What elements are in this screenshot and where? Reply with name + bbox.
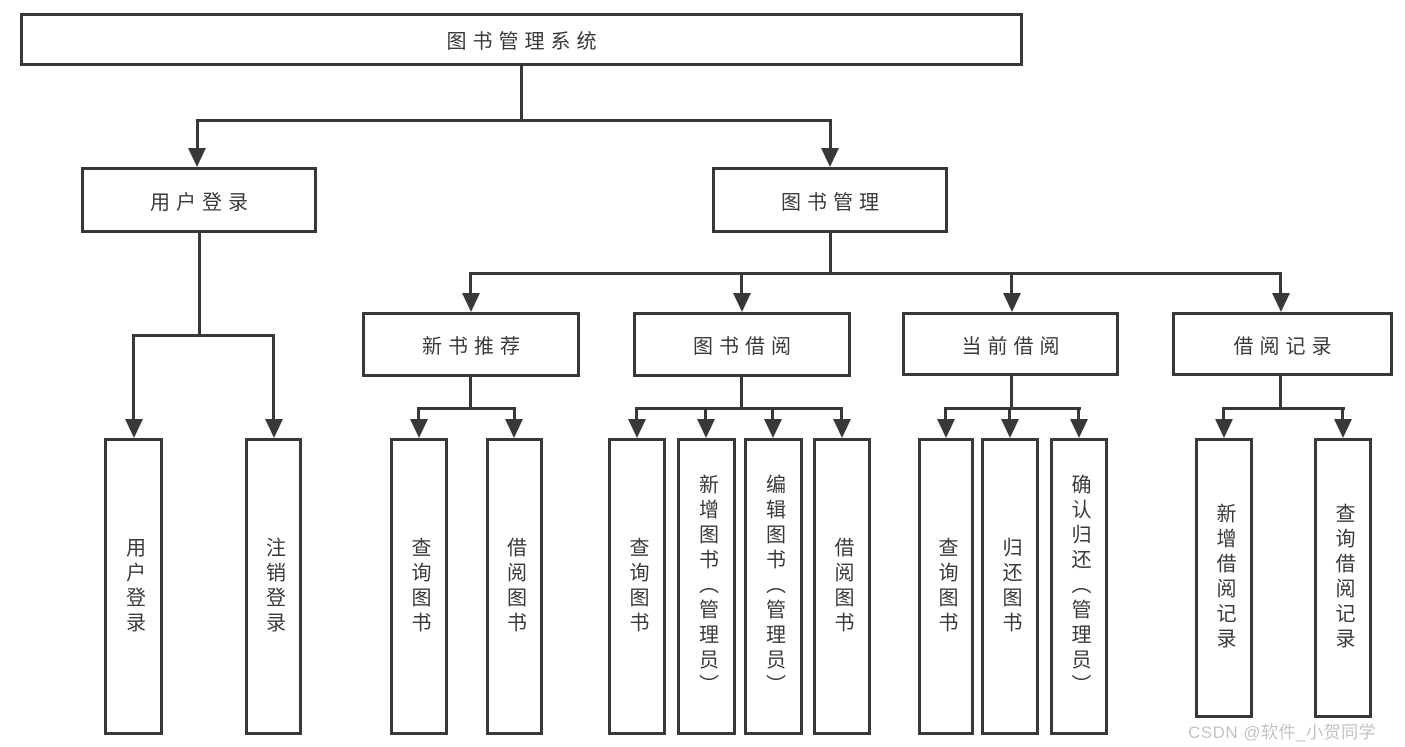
connector-line	[469, 377, 472, 409]
connector-line	[1222, 407, 1225, 420]
leaf-logout-label: 注销登录	[262, 536, 285, 637]
connector-line	[944, 407, 1081, 410]
arrowhead-down-icon	[821, 148, 839, 167]
node-book-borrow-label: 图书借阅	[693, 336, 797, 358]
arrowhead-down-icon	[697, 419, 715, 438]
leaf-logout: 注销登录	[245, 438, 302, 735]
connector-line	[198, 233, 201, 336]
leaf-query-borrow-record-label: 查询借阅记录	[1332, 503, 1354, 653]
connector-line	[196, 119, 199, 150]
leaf-edit-book-admin-label: 编辑图书（管理员）	[762, 474, 785, 699]
leaf-add-borrow-record: 新增借阅记录	[1195, 438, 1253, 718]
leaf-borrow-books: 借阅图书	[813, 438, 871, 735]
node-new-book-recommend-label: 新书推荐	[422, 336, 526, 358]
node-user-login-label: 用户登录	[150, 191, 254, 214]
connector-line	[1279, 272, 1282, 295]
connector-line	[635, 407, 843, 410]
arrowhead-down-icon	[505, 419, 523, 438]
connector-line	[469, 272, 472, 295]
node-current-borrow: 当前借阅	[902, 312, 1119, 376]
node-new-book-recommend: 新书推荐	[362, 312, 580, 377]
leaf-add-book-admin: 新增图书（管理员）	[677, 438, 736, 735]
arrowhead-down-icon	[410, 419, 428, 438]
leaf-add-borrow-record-label: 新增借阅记录	[1213, 503, 1235, 653]
leaf-query-books-recommend-label: 查询图书	[408, 536, 430, 637]
connector-line	[740, 272, 743, 295]
connector-line	[469, 272, 1282, 275]
arrowhead-down-icon	[1215, 419, 1233, 438]
node-user-login: 用户登录	[81, 167, 317, 233]
node-root: 图书管理系统	[20, 13, 1023, 66]
arrowhead-down-icon	[462, 293, 480, 312]
leaf-confirm-return-admin: 确认归还（管理员）	[1050, 438, 1108, 735]
arrowhead-down-icon	[764, 419, 782, 438]
leaf-query-books-recommend: 查询图书	[390, 438, 448, 735]
leaf-query-books-borrow: 查询图书	[608, 438, 666, 735]
arrowhead-down-icon	[188, 148, 206, 167]
connector-line	[635, 407, 638, 420]
watermark: CSDN @软件_小贺同学	[1188, 723, 1377, 742]
connector-line	[417, 407, 516, 410]
leaf-user-login: 用户登录	[104, 438, 163, 735]
connector-line	[771, 407, 774, 420]
leaf-query-books-borrow-label: 查询图书	[626, 536, 648, 637]
connector-line	[829, 119, 832, 150]
leaf-borrow-books-recommend-label: 借阅图书	[503, 536, 526, 637]
arrowhead-down-icon	[937, 419, 955, 438]
arrowhead-down-icon	[628, 419, 646, 438]
connector-line	[829, 233, 832, 274]
connector-line	[1010, 272, 1013, 295]
arrowhead-down-icon	[265, 419, 283, 438]
leaf-confirm-return-admin-label: 确认归还（管理员）	[1068, 474, 1090, 699]
leaf-borrow-books-recommend: 借阅图书	[486, 438, 543, 735]
leaf-return-book-label: 归还图书	[999, 536, 1021, 637]
connector-line	[704, 407, 707, 420]
arrowhead-down-icon	[733, 293, 751, 312]
arrowhead-down-icon	[1070, 419, 1088, 438]
connector-line	[1341, 407, 1344, 420]
leaf-query-books-current-label: 查询图书	[935, 536, 957, 637]
leaf-query-borrow-record: 查询借阅记录	[1314, 438, 1372, 718]
connector-line	[740, 377, 743, 409]
connector-line	[1279, 376, 1282, 409]
leaf-return-book: 归还图书	[981, 438, 1039, 735]
connector-line	[840, 407, 843, 420]
connector-line	[132, 334, 135, 420]
node-borrow-records-label: 借阅记录	[1233, 335, 1338, 358]
node-borrow-records: 借阅记录	[1172, 312, 1393, 376]
arrowhead-down-icon	[1272, 293, 1290, 312]
node-book-borrow: 图书借阅	[633, 312, 851, 377]
leaf-edit-book-admin: 编辑图书（管理员）	[744, 438, 803, 735]
node-root-label: 图书管理系统	[446, 31, 603, 53]
connector-line	[196, 119, 832, 122]
connector-line	[1077, 407, 1080, 420]
connector-line	[1010, 376, 1013, 409]
connector-line	[132, 334, 275, 337]
leaf-user-login-label: 用户登录	[122, 536, 145, 637]
node-book-management-label: 图书管理	[781, 191, 885, 214]
node-current-borrow-label: 当前借阅	[961, 335, 1066, 358]
leaf-borrow-books-label: 借阅图书	[831, 536, 853, 637]
arrowhead-down-icon	[1334, 419, 1352, 438]
leaf-add-book-admin-label: 新增图书（管理员）	[695, 474, 718, 699]
connector-line	[513, 407, 516, 420]
arrowhead-down-icon	[125, 419, 143, 438]
arrowhead-down-icon	[833, 419, 851, 438]
connector-line	[520, 66, 523, 121]
connector-line	[1008, 407, 1011, 420]
connector-line	[1222, 407, 1345, 410]
connector-line	[272, 334, 275, 420]
connector-line	[417, 407, 420, 420]
connector-line	[944, 407, 947, 420]
node-book-management: 图书管理	[712, 167, 948, 233]
arrowhead-down-icon	[1001, 419, 1019, 438]
arrowhead-down-icon	[1003, 293, 1021, 312]
leaf-query-books-current: 查询图书	[918, 438, 974, 735]
